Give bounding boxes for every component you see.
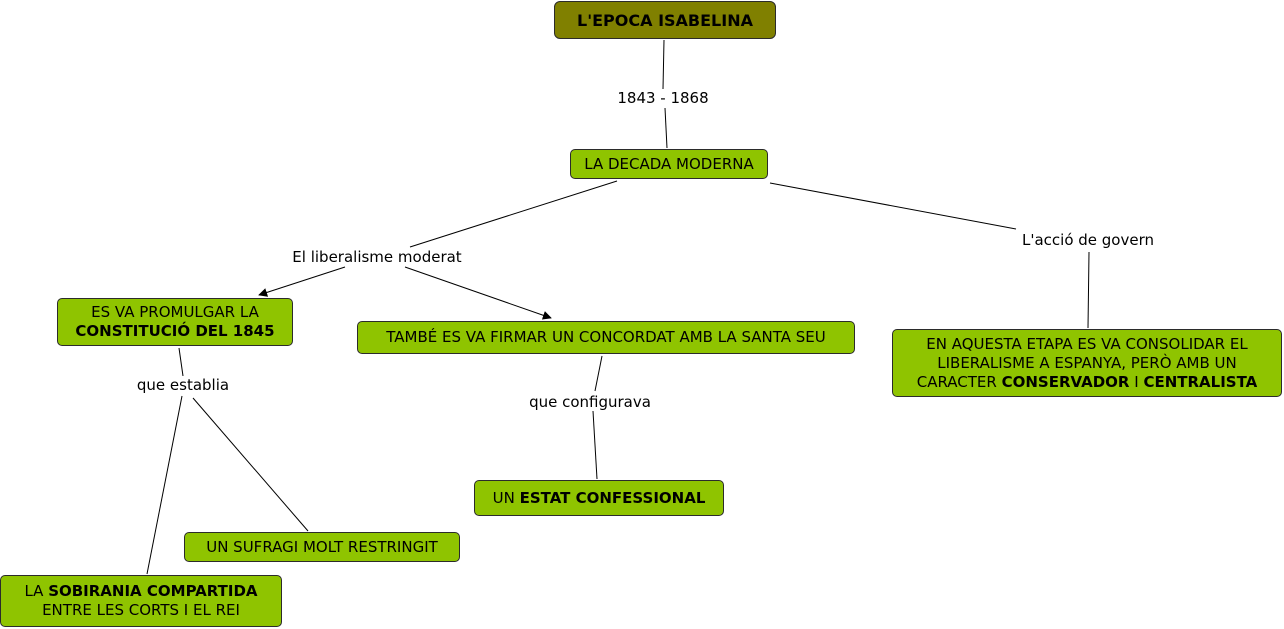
concept-constitucio-1845[interactable]: ES VA PROMULGAR LA CONSTITUCIÓ DEL 1845	[57, 298, 293, 346]
concept-conservador-line3: CARACTER CONSERVADOR I CENTRALISTA	[916, 372, 1258, 391]
link-decada-to-liberalisme	[409, 180, 618, 248]
concept-epoca-isabelina[interactable]: L'EPOCA ISABELINA	[554, 1, 776, 39]
concept-estat-confessional-text: UN ESTAT CONFESSIONAL	[492, 488, 706, 507]
concept-conservador-centralista[interactable]: EN AQUESTA ETAPA ES VA CONSOLIDAR EL LIB…	[892, 329, 1282, 397]
link-concordat-to-configurava	[594, 355, 603, 392]
concept-sobirania-compartida[interactable]: LA SOBIRANIA COMPARTIDA ENTRE LES CORTS …	[0, 575, 282, 627]
link-dates-to-decada	[664, 107, 668, 149]
link-configurava-to-estat	[592, 410, 598, 480]
link-establia-to-sufragi	[192, 397, 309, 532]
concept-estat-confessional[interactable]: UN ESTAT CONFESSIONAL	[474, 480, 724, 516]
concept-sobirania-line2: ENTRE LES CORTS I EL REI	[42, 601, 240, 619]
link-establia-to-sobirania	[146, 395, 183, 575]
concept-concordat-text: TAMBÉ ES VA FIRMAR UN CONCORDAT AMB LA S…	[386, 328, 826, 346]
linking-phrase-dates[interactable]: 1843 - 1868	[614, 89, 712, 107]
concept-sufragi-restringit[interactable]: UN SUFRAGI MOLT RESTRINGIT	[184, 532, 460, 562]
concept-concordat[interactable]: TAMBÉ ES VA FIRMAR UN CONCORDAT AMB LA S…	[357, 321, 855, 354]
linking-phrase-liberalisme-moderat[interactable]: El liberalisme moderat	[289, 248, 465, 266]
link-decada-to-govern	[769, 182, 1017, 230]
link-govern-to-conservador	[1087, 251, 1090, 329]
concept-decada-moderna-text: LA DECADA MODERNA	[584, 154, 754, 173]
concept-sobirania-line1: LA SOBIRANIA COMPARTIDA	[24, 582, 258, 600]
link-constitucio-to-establia	[178, 347, 184, 377]
concept-sufragi-text: UN SUFRAGI MOLT RESTRINGIT	[206, 537, 438, 556]
concept-conservador-line1: EN AQUESTA ETAPA ES VA CONSOLIDAR EL	[926, 334, 1248, 353]
concept-conservador-line2: LIBERALISME A ESPANYA, PERÒ AMB UN	[937, 353, 1237, 372]
link-liberalisme-to-concordat	[404, 266, 552, 320]
concept-constitucio-line2: CONSTITUCIÓ DEL 1845	[75, 322, 275, 340]
link-liberalisme-to-constitucio	[258, 266, 346, 297]
concept-constitucio-line1: ES VA PROMULGAR LA	[91, 303, 259, 321]
linking-phrase-accio-de-govern[interactable]: L'acció de govern	[1018, 231, 1158, 249]
linking-phrase-que-configurava[interactable]: que configurava	[526, 393, 654, 411]
linking-phrase-que-establia[interactable]: que establia	[133, 376, 233, 394]
link-root-to-dates	[662, 39, 665, 90]
concept-epoca-isabelina-text: L'EPOCA ISABELINA	[577, 10, 753, 30]
concept-decada-moderna[interactable]: LA DECADA MODERNA	[570, 149, 768, 179]
